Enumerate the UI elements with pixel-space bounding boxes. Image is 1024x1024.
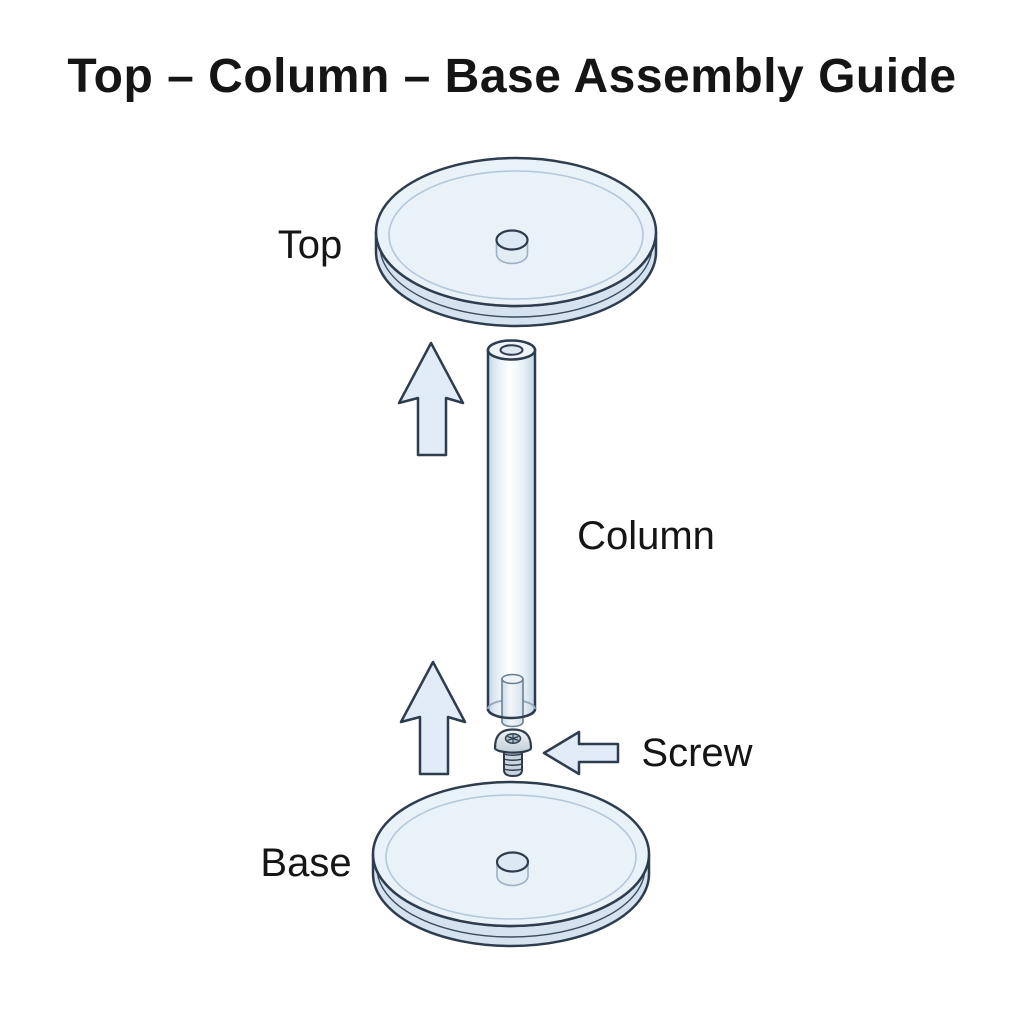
label-top: Top [278,223,343,267]
label-base: Base [260,841,351,885]
column-inner-rod [501,678,524,728]
column-top-hole [499,344,524,356]
top-disc [374,156,658,328]
screw-part [493,728,533,778]
screw-shaft [503,749,523,778]
column-body [486,348,537,720]
label-column: Column [577,514,715,558]
up-arrow-icon-bottom [399,660,467,776]
base-disc-hole [495,851,530,873]
top-disc-inner-rim-highlight [388,170,644,300]
up-arrow-icon-top [397,341,465,457]
left-arrow-icon-screw [542,730,620,776]
screw-torx-star-icon [507,734,519,743]
label-screw: Screw [641,731,752,775]
base-disc-inner-rim-highlight [385,794,637,920]
page-title: Top – Column – Base Assembly Guide [67,50,956,103]
screw-threads [503,753,523,771]
base-disc [371,780,651,948]
column-part [486,339,537,728]
column-bottom-front-rim [486,708,537,720]
top-disc-hole [495,229,529,251]
column-inner-rod-top [501,673,524,685]
screw-head-base-rim [494,747,532,754]
